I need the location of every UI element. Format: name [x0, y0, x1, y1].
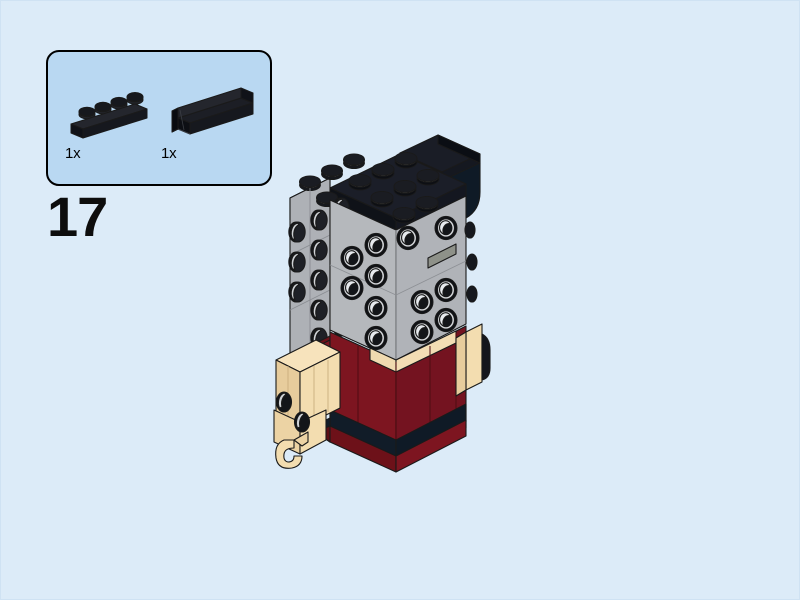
part-item-plate-1x4 [61, 80, 156, 150]
step-number: 17 [47, 185, 108, 248]
part-item-slope-curved-1x4 [160, 72, 265, 152]
slope-curved-1x4-icon [171, 87, 254, 135]
model-illustration [270, 110, 540, 480]
part-quantity-slope-curved-1x4: 1x [161, 145, 177, 162]
plate-1x4-icon [70, 92, 148, 139]
part-quantity-plate-1x4: 1x [65, 145, 81, 162]
brickheadz-model-svg [273, 134, 491, 473]
parts-callout-box: 1x [46, 50, 272, 186]
